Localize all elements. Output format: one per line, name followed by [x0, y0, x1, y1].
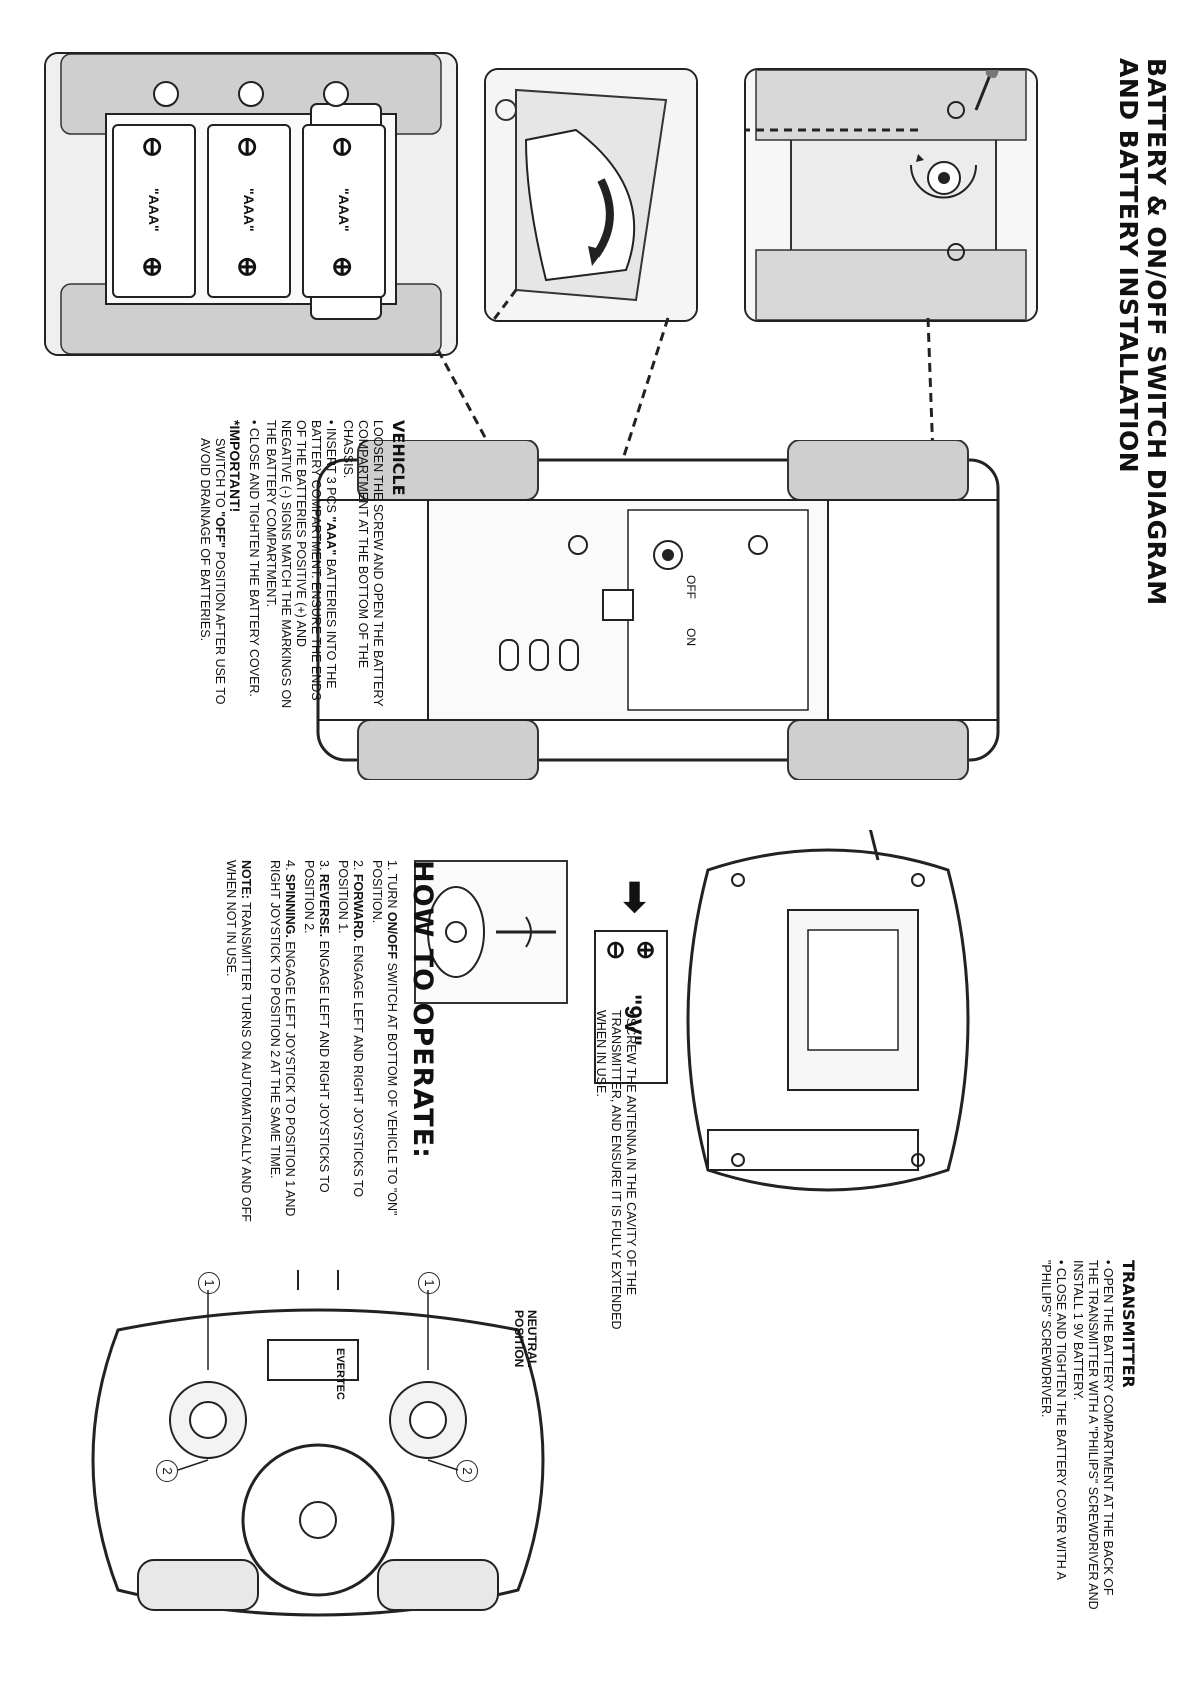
- battery-compartment-panel: ⊖ "AAA" ⊕ ⊖ "AAA" ⊕ ⊖ "AAA" ⊕: [44, 52, 458, 356]
- transmitter-bullet-2: • CLOSE AND TIGHTEN THE BATTERY COVER WI…: [1039, 1260, 1068, 1580]
- position-2-marker: 2: [156, 1460, 178, 1482]
- transmitter-instructions: TRANSMITTER • OPEN THE BATTERY COMPARTME…: [1038, 1260, 1138, 1620]
- plus-icon: ⊕: [632, 940, 659, 961]
- brand-logo: EVERTEC: [334, 1348, 346, 1400]
- arrow-right-icon: ➡: [613, 880, 657, 914]
- operate-step-4: 4. SPINNING. ENGAGE LEFT JOYSTICK TO POS…: [268, 860, 297, 1217]
- vehicle-chassis-illustration: [316, 439, 1000, 781]
- cover-opening-panel: [484, 68, 698, 322]
- position-1-marker: 1: [198, 1272, 220, 1294]
- vehicle-instructions: VEHICLE LOOSEN THE SCREW AND OPEN THE BA…: [198, 420, 408, 709]
- controller-front: NEUTRAL POSITION EVERTEC 1 1 2 2: [58, 1250, 578, 1650]
- operate-heading: HOW TO OPERATE:: [407, 860, 438, 1159]
- how-to-operate: HOW TO OPERATE: 1. TURN ON/OFF SWITCH AT…: [223, 860, 438, 1240]
- vehicle-bullet-2: • CLOSE AND TIGHTEN THE BATTERY COVER.: [247, 420, 261, 697]
- controller-front-illustration: [91, 1250, 545, 1617]
- transmitter-back-illustration: [686, 819, 970, 1192]
- vehicle-bullet-1: • INSERT 3 PCS "AAA" BATTERIES INTO THE …: [264, 420, 338, 709]
- transmitter-heading: TRANSMITTER: [1119, 1260, 1138, 1388]
- screw-removal-panel: [744, 68, 1038, 322]
- minus-icon: ⊖: [602, 940, 629, 961]
- important-label: *IMPORTANT!: [227, 420, 243, 513]
- position-2-marker: 2: [456, 1460, 478, 1482]
- operate-step-2: 2. FORWARD. ENGAGE LEFT AND RIGHT JOYSTI…: [336, 860, 365, 1198]
- important-text: SWITCH TO "OFF" POSITION AFTER USE TO AV…: [198, 438, 227, 705]
- cover-opening-illustration: [484, 70, 696, 322]
- operate-note: NOTE: TRANSMITTER TURNS ON AUTOMATICALLY…: [224, 860, 253, 1222]
- antenna-illustration: [414, 860, 568, 1004]
- operate-step-3: 3. REVERSE. ENGAGE LEFT AND RIGHT JOYSTI…: [302, 860, 331, 1193]
- transmitter-bullet-1: • OPEN THE BATTERY COMPARTMENT AT THE BA…: [1071, 1260, 1115, 1610]
- transmitter-back: [678, 819, 978, 1210]
- operate-step-1: 1. TURN ON/OFF SWITCH AT BOTTOM OF VEHIC…: [370, 860, 399, 1216]
- antenna-note: • SCREW THE ANTENNA IN THE CAVITY OF THE…: [594, 1010, 638, 1330]
- position-1-marker: 1: [418, 1272, 440, 1294]
- screw-removal-illustration: [746, 68, 1036, 321]
- vehicle-heading: VEHICLE: [389, 420, 408, 496]
- vehicle-chassis: OFF ON: [288, 439, 1028, 781]
